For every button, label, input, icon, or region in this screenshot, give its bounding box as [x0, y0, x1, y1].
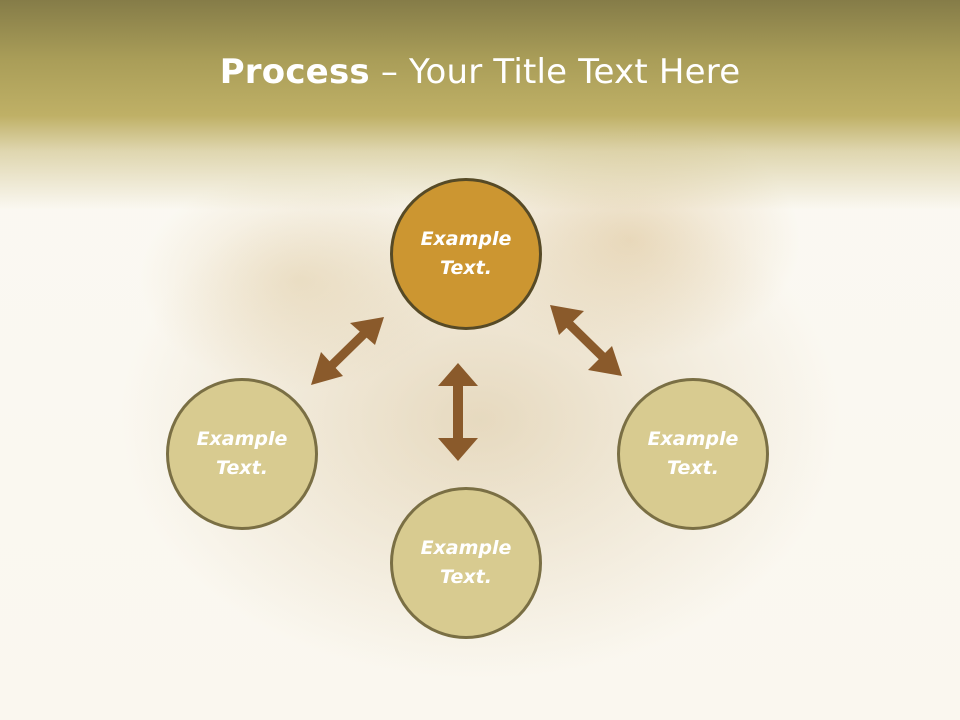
title-bold: Process [219, 52, 370, 92]
title-bar [0, 0, 960, 210]
process-node-bottom[interactable]: Example Text. [390, 487, 542, 639]
process-node-top[interactable]: Example Text. [390, 178, 542, 330]
node-right-label: Example Text. [647, 428, 739, 479]
node-left-label: Example Text. [196, 428, 288, 479]
process-node-right[interactable]: Example Text. [617, 378, 769, 530]
arrow-top-left [311, 317, 384, 385]
arrow-top-right [550, 305, 622, 376]
node-bottom-label: Example Text. [420, 537, 512, 588]
title-rest: – Your Title Text Here [369, 52, 741, 92]
process-node-left[interactable]: Example Text. [166, 378, 318, 530]
slide-title: Process – Your Title Text Here [0, 52, 960, 92]
arrow-vertical [438, 363, 478, 461]
node-top-label: Example Text. [420, 228, 512, 279]
